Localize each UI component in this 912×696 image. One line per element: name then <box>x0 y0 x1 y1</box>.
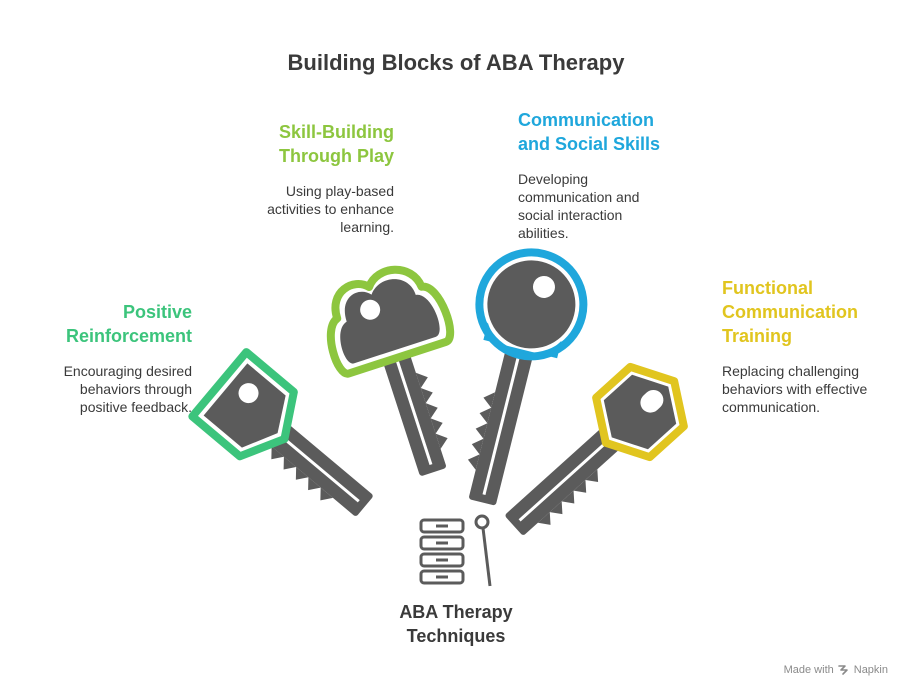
block-heading: Functional Communication Training <box>722 276 892 348</box>
block-description: Replacing challenging behaviors with eff… <box>722 362 892 416</box>
block-positive-reinforcement: Positive Reinforcement Encouraging desir… <box>30 300 192 416</box>
block-heading: Positive Reinforcement <box>30 300 192 348</box>
description-line: Developing <box>518 171 589 187</box>
heading-line: Communication <box>722 302 859 322</box>
description-line: communication. <box>722 399 821 415</box>
yellow-key-icon <box>505 362 688 535</box>
blue-key-icon <box>467 248 588 506</box>
description-line: Replacing challenging <box>722 363 859 379</box>
lime-key-icon <box>326 265 455 476</box>
description-line: social interaction <box>518 207 623 223</box>
drawer-stack-icon <box>419 518 465 585</box>
green-key-icon <box>188 348 373 516</box>
block-communication-social: Communication and Social Skills Developi… <box>518 108 708 242</box>
heading-line: Through Play <box>278 146 394 166</box>
center-label: ABA Therapy Techniques <box>356 600 556 648</box>
center-label-line: ABA Therapy <box>399 602 513 622</box>
description-line: behaviors with effective <box>722 381 868 397</box>
description-line: learning. <box>340 219 394 235</box>
heading-line: Skill-Building <box>279 122 394 142</box>
description-line: Encouraging desired <box>63 363 192 379</box>
description-line: activities to enhance <box>267 201 394 217</box>
key-ring-pin-icon <box>474 514 492 587</box>
made-with-text: Made with <box>783 664 834 676</box>
heading-line: Positive <box>122 302 192 322</box>
description-line: abilities. <box>518 225 569 241</box>
block-description: Encouraging desired behaviors through po… <box>30 362 192 416</box>
description-line: behaviors through <box>79 381 192 397</box>
heading-line: Reinforcement <box>65 326 192 346</box>
description-line: communication and <box>518 189 640 205</box>
block-description: Using play-based activities to enhance l… <box>230 182 394 236</box>
heading-line: Training <box>722 326 793 346</box>
block-heading: Skill-Building Through Play <box>230 120 394 168</box>
description-line: positive feedback. <box>79 399 192 415</box>
block-description: Developing communication and social inte… <box>518 170 708 242</box>
block-skill-building: Skill-Building Through Play Using play-b… <box>230 120 394 236</box>
heading-line: Functional <box>722 278 813 298</box>
description-line: Using play-based <box>285 183 394 199</box>
footer-watermark: Made with Napkin <box>784 664 888 676</box>
brand-text: Napkin <box>853 664 888 676</box>
center-label-line: Techniques <box>406 626 506 646</box>
diagram-title: Building Blocks of ABA Therapy <box>287 50 625 75</box>
napkin-logo-icon <box>837 665 848 675</box>
heading-line: and Social Skills <box>518 134 661 154</box>
block-functional-communication: Functional Communication Training Replac… <box>722 276 892 416</box>
heading-line: Communication <box>518 110 655 130</box>
block-heading: Communication and Social Skills <box>518 108 708 156</box>
